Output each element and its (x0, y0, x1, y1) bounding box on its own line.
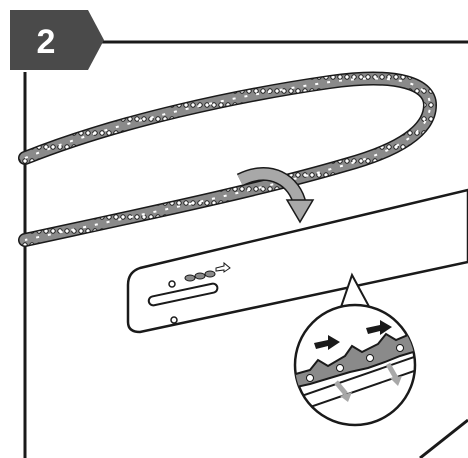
step-number: 2 (37, 23, 56, 61)
magnified-detail (290, 305, 420, 425)
step-badge: 2 (10, 10, 104, 70)
